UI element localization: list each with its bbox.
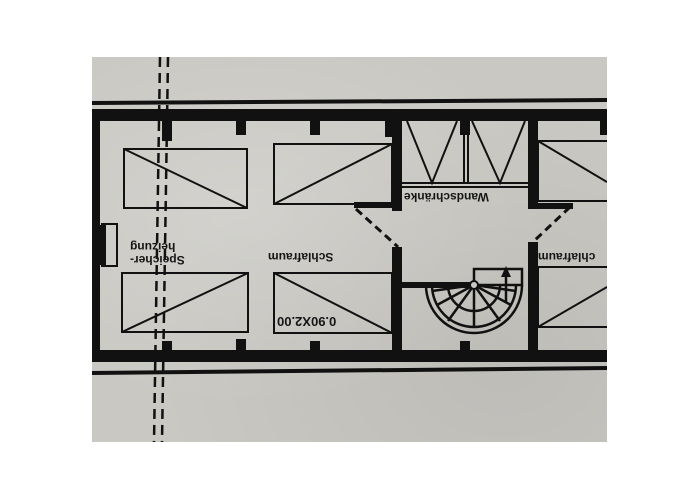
- floor-plan-photo: Speicher- heizung Schlafraum 0.90X2.00 W…: [92, 57, 607, 442]
- spiral-staircase-icon: [424, 267, 524, 335]
- bed-icon: [123, 148, 248, 209]
- floor-plan-drawing: [92, 57, 607, 442]
- label-wall-cupboards: Wandschränke: [404, 190, 489, 204]
- top-wall: [92, 109, 607, 121]
- bed-icon: [537, 266, 607, 328]
- left-wall: [92, 109, 100, 362]
- bed-icon: [121, 272, 249, 333]
- door-swing: [354, 207, 400, 249]
- bed-icon: [273, 143, 393, 205]
- bottom-wall: [92, 350, 607, 362]
- label-bed-size: 0.90X2.00: [277, 314, 337, 329]
- label-storage-heater: Speicher- heizung: [130, 240, 192, 267]
- label-bedroom-right: chlafraum: [538, 250, 596, 264]
- label-heater-line1: Speicher-: [130, 253, 185, 267]
- label-heater-line2: heizung: [130, 240, 176, 254]
- outer-top-line: [92, 98, 607, 105]
- bed-icon: [537, 140, 607, 202]
- door-swing: [532, 205, 572, 243]
- dashed-line: [152, 57, 170, 442]
- label-bedroom-center: Schlafraum: [268, 250, 334, 264]
- outer-bottom-line: [92, 366, 607, 375]
